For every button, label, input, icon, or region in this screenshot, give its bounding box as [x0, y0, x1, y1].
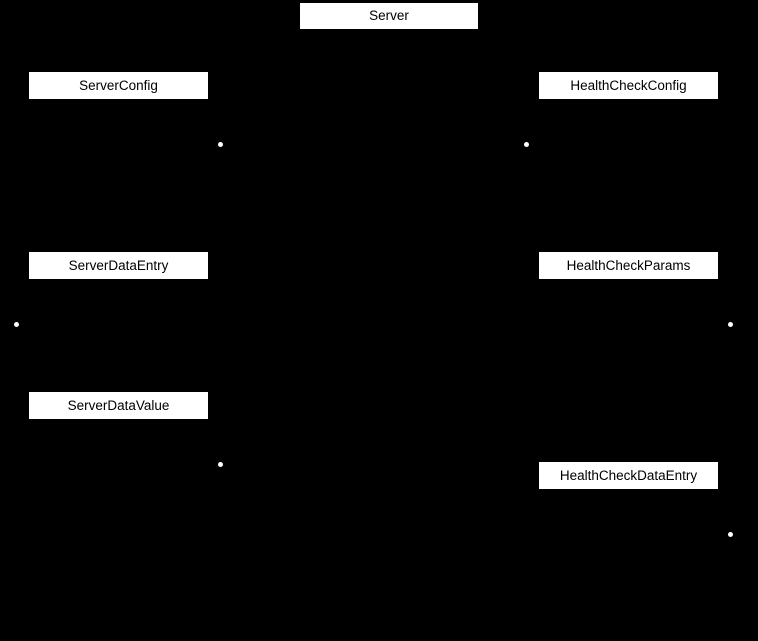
node-label: Server: [369, 8, 409, 24]
edge-endpoint-dot: [728, 532, 733, 537]
edge-endpoint-dot: [14, 322, 19, 327]
edge-endpoint-dot: [524, 142, 529, 147]
diagram-node-server: Server: [300, 3, 478, 29]
diagram-node-health-check-config: HealthCheckConfig: [539, 72, 718, 99]
node-label: ServerConfig: [79, 77, 158, 93]
diagram-node-server-data-value: ServerDataValue: [29, 392, 208, 419]
node-label: ServerDataEntry: [68, 257, 169, 273]
node-label: HealthCheckConfig: [570, 77, 687, 93]
node-label: HealthCheckParams: [566, 257, 691, 273]
node-label: ServerDataValue: [67, 397, 170, 413]
diagram-node-health-check-params: HealthCheckParams: [539, 252, 718, 279]
diagram-node-health-check-data-entry: HealthCheckDataEntry: [539, 462, 718, 489]
edge-endpoint-dot: [218, 142, 223, 147]
diagram-node-server-config: ServerConfig: [29, 72, 208, 99]
edge-endpoint-dot: [728, 322, 733, 327]
node-label: HealthCheckDataEntry: [559, 467, 698, 483]
edge-endpoint-dot: [218, 462, 223, 467]
diagram-node-server-data-entry: ServerDataEntry: [29, 252, 208, 279]
